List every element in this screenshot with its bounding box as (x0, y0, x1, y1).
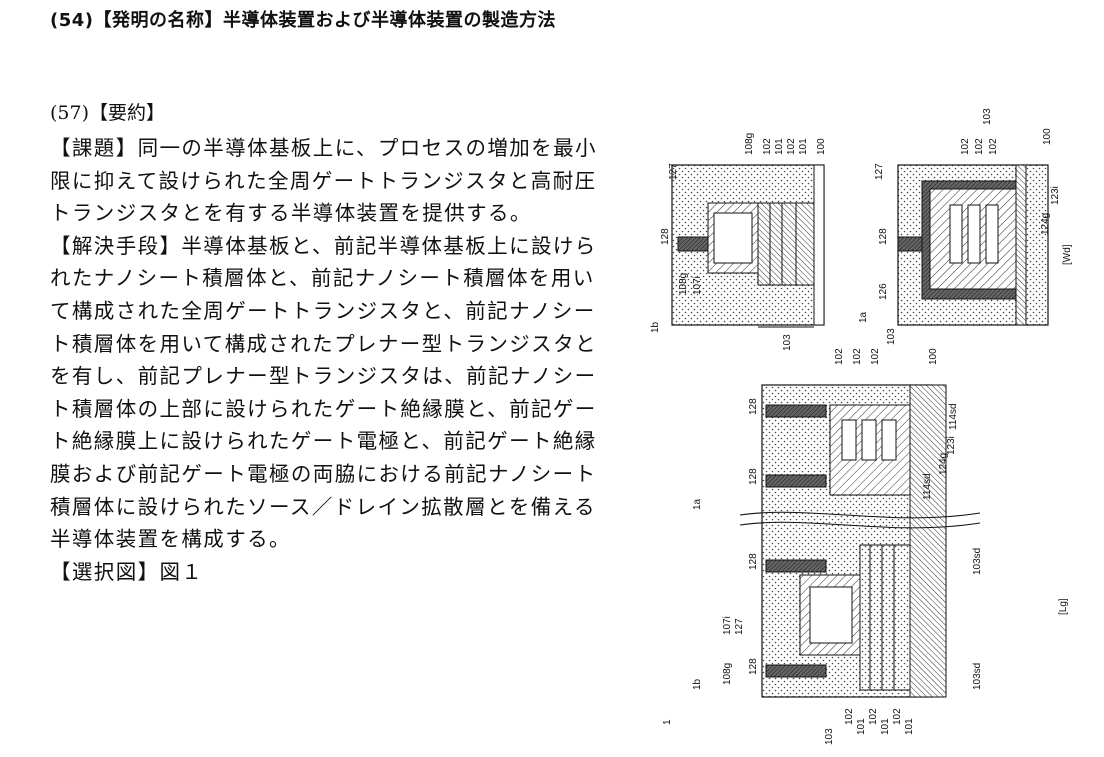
label-1b-b: 1b (692, 678, 703, 690)
figure-labels: 127 108g 102 101 102 101 100 128 108g 10… (650, 108, 1073, 745)
label-102-b2: 102 (852, 348, 863, 365)
label-124g: 124g (1040, 213, 1051, 235)
label-1: 1 (662, 719, 673, 725)
label-100-r: 100 (1042, 128, 1053, 145)
label-101-c1: 101 (856, 718, 867, 735)
abstract: (57)【要約】 【課題】同一の半導体基板上に、プロセスの増加を最小限に抑えて設… (50, 98, 610, 588)
abstract-solution: 【解決手段】半導体基板と、前記半導体基板上に設けられたナノシート積層体と、前記ナ… (50, 233, 597, 552)
label-108g-b: 108g (678, 273, 689, 295)
label-wd: [Wd] (1062, 244, 1073, 265)
label-123i: 123i (1050, 186, 1061, 205)
label-128-r: 128 (878, 228, 889, 245)
label-103: 103 (782, 334, 793, 351)
label-103-b: 103 (886, 328, 897, 345)
label-108g-c: 108g (722, 663, 733, 685)
label-100: 100 (816, 138, 827, 155)
view-1b-cross-section (671, 164, 825, 328)
label-102-c1: 102 (844, 708, 855, 725)
label-101-c2: 101 (880, 718, 891, 735)
label-1b: 1b (650, 321, 661, 333)
label-1a-b: 1a (692, 498, 703, 510)
label-123i-b: 123i (946, 436, 957, 455)
abstract-heading: (57)【要約】 (50, 102, 166, 124)
label-102-c3: 102 (892, 708, 903, 725)
label-107i: 107i (692, 276, 703, 295)
label-126: 126 (878, 283, 889, 300)
label-127-b: 127 (734, 618, 745, 635)
label-lg: [Lg] (1058, 598, 1069, 615)
label-127-r: 127 (874, 163, 885, 180)
label-102-b3: 102 (870, 348, 881, 365)
label-103sd: 103sd (972, 548, 983, 575)
label-1a: 1a (858, 311, 869, 323)
label-101-c3: 101 (904, 718, 915, 735)
label-101b: 101 (798, 138, 809, 155)
label-127: 127 (668, 163, 679, 180)
label-108g: 108g (744, 133, 755, 155)
label-124g-b: 124g (938, 453, 949, 475)
label-114sd: 114sd (948, 403, 959, 430)
label-102b: 102 (786, 138, 797, 155)
label-128: 128 (660, 228, 671, 245)
patent-figure: 127 108g 102 101 102 101 100 128 108g 10… (650, 108, 1073, 745)
label-128-b2: 128 (748, 468, 759, 485)
invention-title: (54)【発明の名称】半導体装置および半導体装置の製造方法 (50, 10, 556, 31)
label-102-r2: 102 (974, 138, 985, 155)
label-102-b1: 102 (834, 348, 845, 365)
view-1a-cross-section (897, 164, 1049, 326)
label-128-b4: 128 (748, 658, 759, 675)
label-128-b1: 128 (748, 398, 759, 415)
view-bottom-cross-section (739, 384, 981, 698)
label-103-r: 103 (982, 108, 993, 125)
label-103sd-b: 103sd (972, 663, 983, 690)
label-102-c2: 102 (868, 708, 879, 725)
label-102-r1: 102 (960, 138, 971, 155)
label-128-b3: 128 (748, 553, 759, 570)
label-102: 102 (762, 138, 773, 155)
label-102-r3: 102 (988, 138, 999, 155)
label-100-b: 100 (928, 348, 939, 365)
abstract-selected-figure: 【選択図】図１ (50, 559, 204, 584)
abstract-problem: 【課題】同一の半導体基板上に、プロセスの増加を最小限に抑えて設けられた全周ゲート… (50, 136, 597, 226)
label-114sd-b: 114sd (922, 473, 933, 500)
label-103-c: 103 (824, 728, 835, 745)
label-101: 101 (774, 138, 785, 155)
label-107i-b: 107i (722, 616, 733, 635)
